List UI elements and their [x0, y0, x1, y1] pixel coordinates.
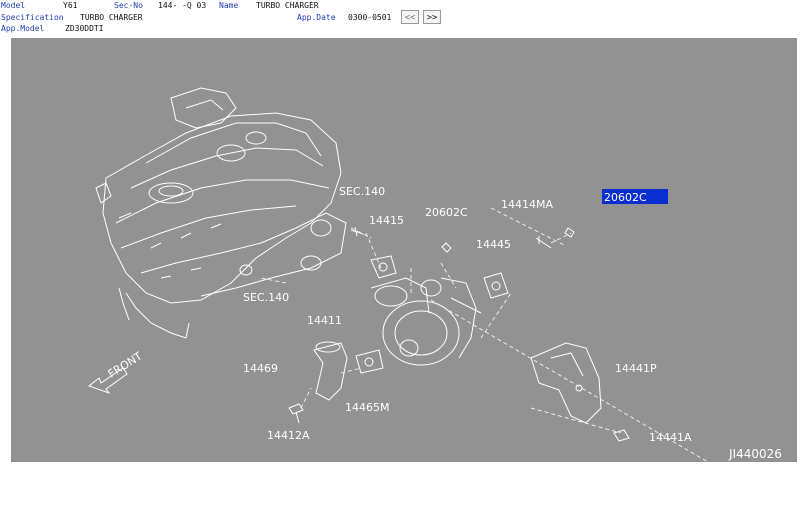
turbocharger-drawing: [87, 226, 630, 442]
diagram-canvas: SEC.140 SEC.140 14415 20602C 14414MA 144…: [87, 87, 782, 462]
appmodel-value: ZD30DDTI: [65, 24, 104, 33]
name-label: Name: [219, 1, 239, 10]
label-14414ma[interactable]: 14414MA: [501, 198, 553, 211]
spec-value: TURBO CHARGER: [80, 13, 143, 22]
engine-drawing: [95, 87, 347, 339]
prev-page-button[interactable]: <<: [401, 10, 419, 24]
secno-value: 144- -Q 03: [158, 1, 207, 10]
spec-label: Specification: [1, 13, 64, 22]
label-sec140-upper[interactable]: SEC.140: [339, 185, 385, 198]
model-label: Model: [1, 1, 26, 10]
label-14412a[interactable]: 14412A: [267, 429, 310, 442]
name-value: TURBO CHARGER: [256, 1, 319, 10]
header-bar: Model Y61 Sec-No 144- -Q 03 Name TURBO C…: [0, 0, 800, 36]
label-sec140-lower[interactable]: SEC.140: [243, 291, 289, 304]
label-14441p[interactable]: 14441P: [615, 362, 657, 375]
appdate-label: App.Date: [297, 13, 336, 22]
selected-part-label[interactable]: 20602C: [604, 191, 647, 204]
selected-part-highlight[interactable]: [602, 189, 668, 204]
secno-label: Sec-No: [114, 1, 143, 10]
model-value: Y61: [63, 1, 78, 10]
next-page-button[interactable]: >>: [423, 10, 441, 24]
parts-diagram: SEC.140 SEC.140 14415 20602C 14414MA 144…: [11, 38, 797, 462]
label-14441a[interactable]: 14441A: [649, 431, 692, 444]
label-14465m[interactable]: 14465M: [345, 401, 389, 414]
appmodel-label: App.Model: [1, 24, 45, 33]
label-14469[interactable]: 14469: [243, 362, 278, 375]
label-14411[interactable]: 14411: [307, 314, 342, 327]
illustration-id: JI440026: [728, 447, 782, 461]
label-14415[interactable]: 14415: [369, 214, 404, 227]
leader-lines: [260, 207, 709, 462]
appdate-value: 0300-0501: [348, 13, 392, 22]
label-14445[interactable]: 14445: [476, 238, 511, 251]
label-20602c[interactable]: 20602C: [425, 206, 468, 219]
